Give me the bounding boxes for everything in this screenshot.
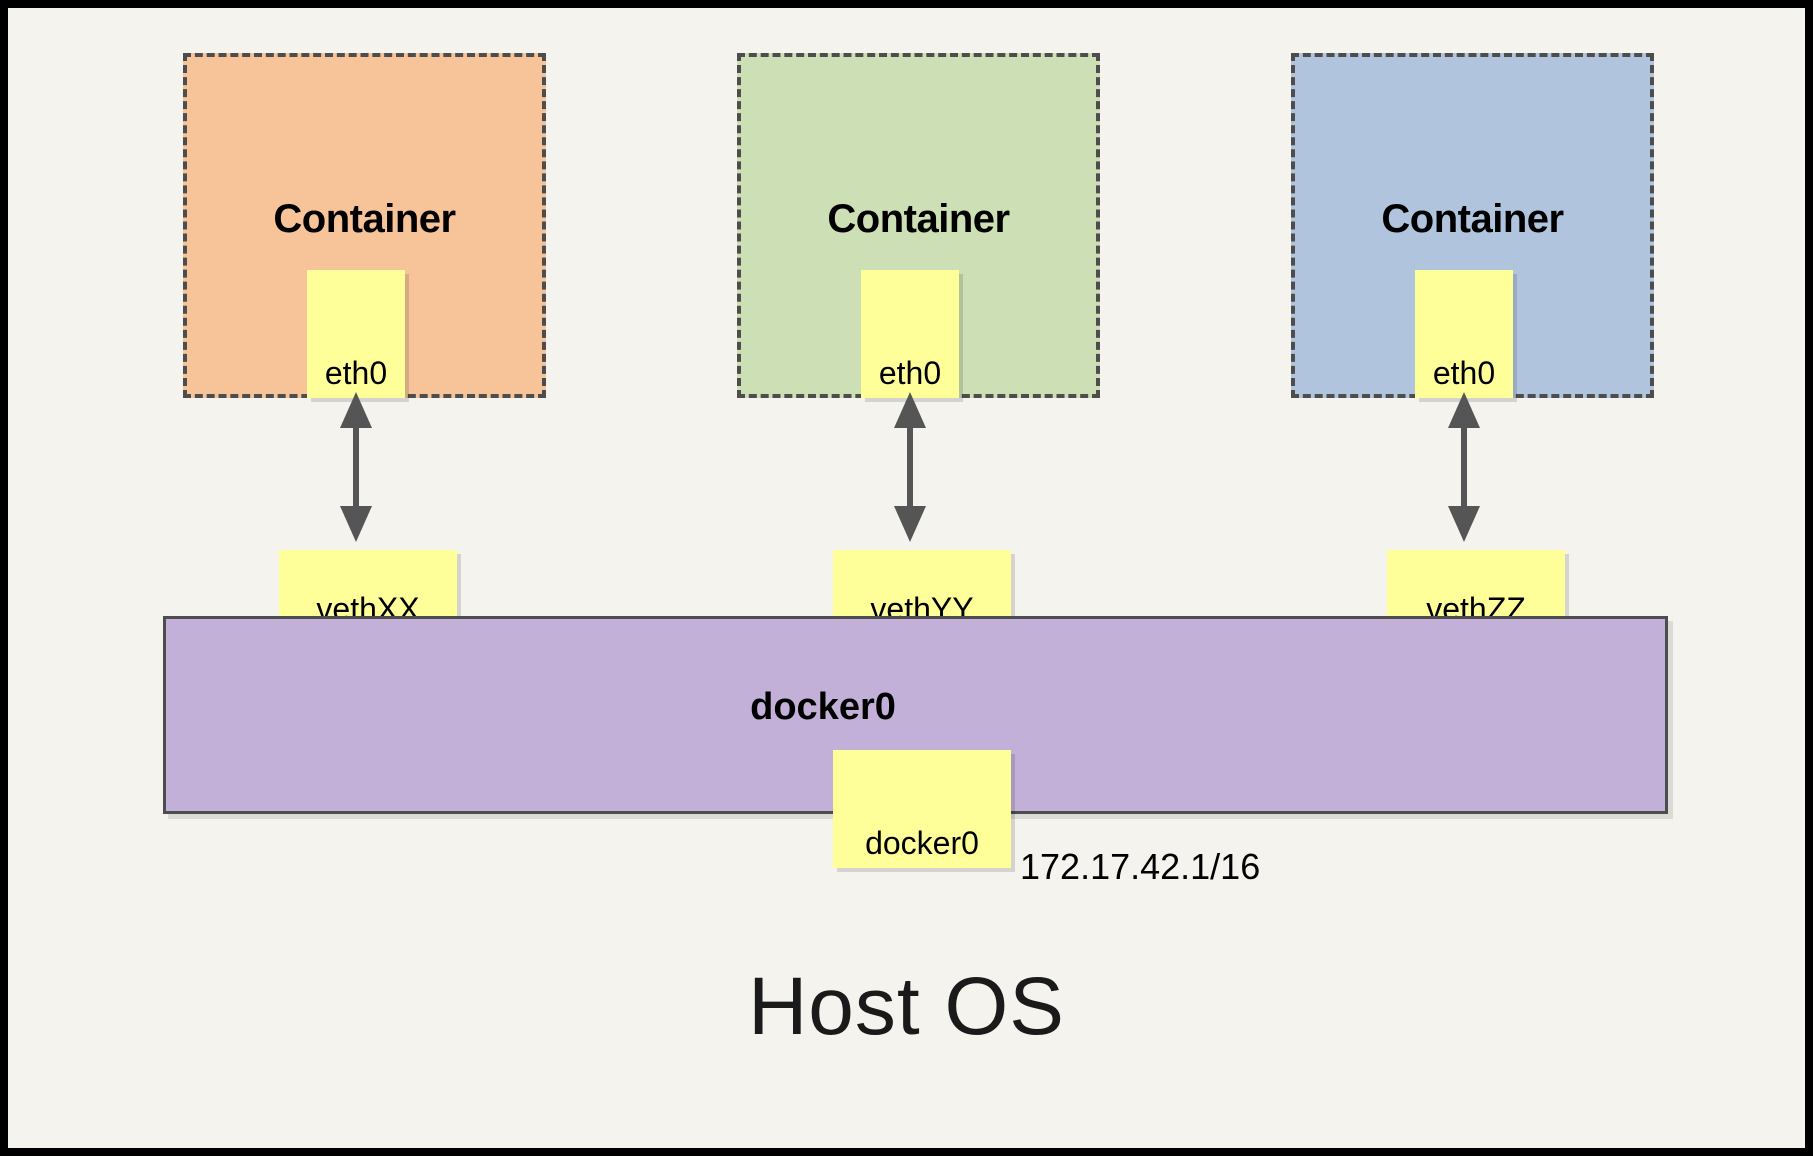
- veth-arrow-1: [340, 392, 372, 542]
- docker0-ip-label: 172.17.42.1/16: [1020, 846, 1261, 887]
- eth0-box-1: eth0: [307, 270, 405, 398]
- veth-arrow-3: [1448, 392, 1480, 542]
- container-title-3: Container: [1381, 197, 1564, 241]
- eth0-label-1: eth0: [324, 355, 388, 391]
- docker0-node-box: docker0: [833, 750, 1011, 868]
- veth-arrow-2: [894, 392, 926, 542]
- host-os-label: Host OS: [748, 961, 1065, 1052]
- eth0-box-2: eth0: [861, 270, 959, 398]
- eth0-label-3: eth0: [1432, 355, 1496, 391]
- container-title-1: Container: [273, 197, 456, 241]
- container-title-2: Container: [827, 197, 1010, 241]
- docker0-node-label: docker0: [865, 825, 979, 861]
- diagram-canvas: Container eth0 vethXX Container eth0 vet…: [8, 8, 1805, 1148]
- eth0-label-2: eth0: [878, 355, 942, 391]
- docker0-bridge-title: docker0: [750, 686, 896, 728]
- eth0-box-3: eth0: [1415, 270, 1513, 398]
